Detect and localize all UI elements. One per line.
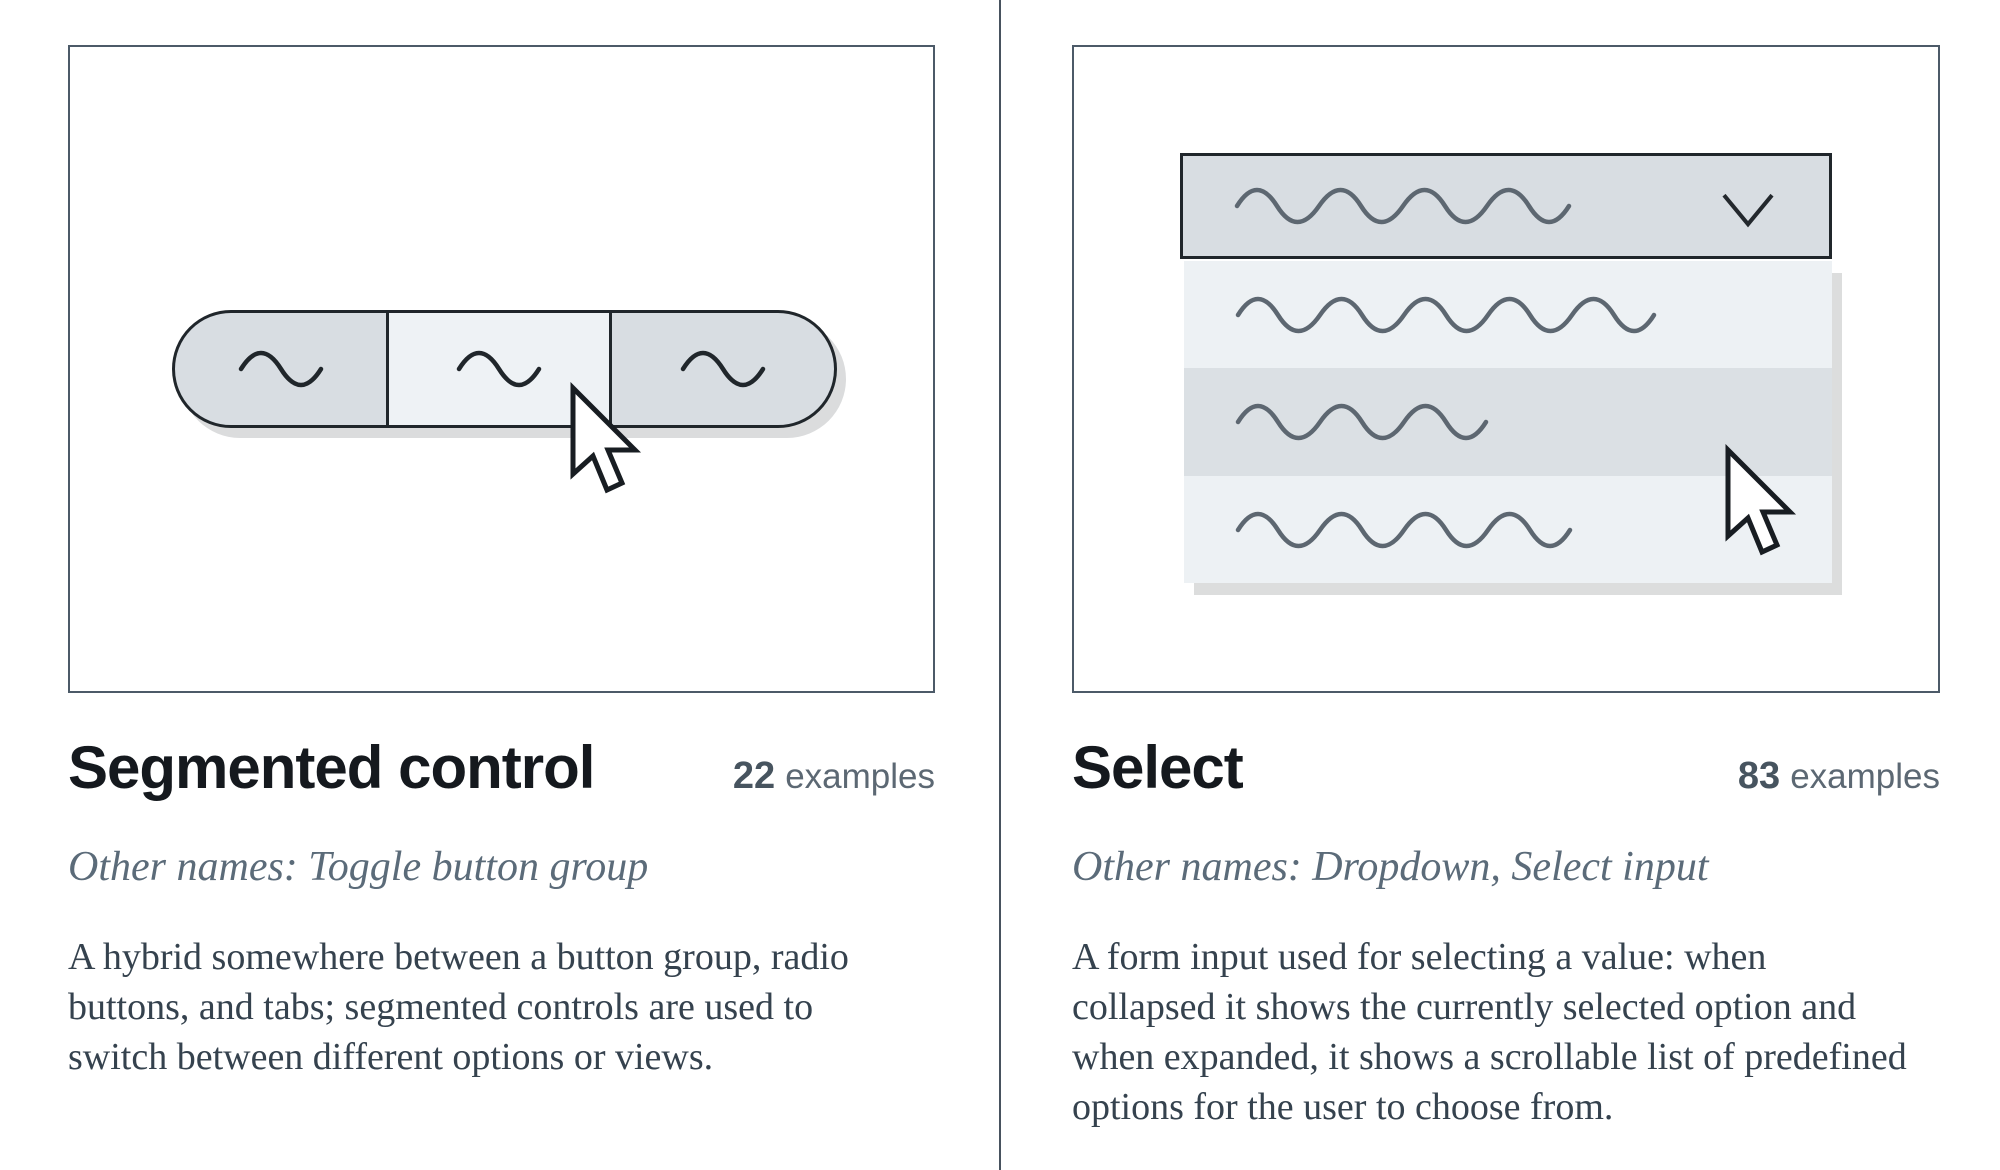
examples-number: 22: [732, 755, 776, 797]
cursor-icon: [570, 382, 642, 494]
wave-icon: [680, 350, 766, 388]
other-names: Other names: Toggle button group: [68, 844, 649, 890]
card-title[interactable]: Select: [1072, 734, 1244, 801]
select-trigger-graphic: [1180, 153, 1832, 259]
wave-icon: [1235, 296, 1657, 333]
select-option-1: [1184, 261, 1832, 368]
segment-option-3: [612, 313, 834, 425]
segmented-control-illustration[interactable]: [68, 45, 935, 693]
card-title[interactable]: Segmented control: [68, 734, 595, 801]
wave-icon: [1235, 511, 1573, 548]
examples-label: examples: [785, 757, 935, 796]
segment-option-2-selected: [386, 313, 612, 425]
column-divider: [999, 0, 1001, 1170]
wave-icon: [456, 350, 542, 388]
select-option-2-highlighted: [1184, 368, 1832, 476]
card-description: A hybrid somewhere between a button grou…: [68, 936, 849, 1078]
examples-number: 83: [1737, 755, 1781, 797]
other-names: Other names: Dropdown, Select input: [1072, 844, 1709, 890]
select-options-graphic: [1184, 261, 1832, 583]
segmented-control-graphic: [172, 310, 837, 428]
segment-option-1: [175, 313, 386, 425]
cursor-icon: [1725, 444, 1797, 556]
select-illustration[interactable]: [1072, 45, 1940, 693]
wave-icon: [1235, 403, 1489, 441]
select-option-3: [1184, 476, 1832, 583]
chevron-down-icon: [1722, 193, 1774, 228]
wave-icon: [238, 350, 323, 388]
examples-label: examples: [1790, 757, 1940, 796]
wave-icon: [1234, 187, 1572, 225]
card-description: A form input used for selecting a value:…: [1072, 936, 1907, 1128]
